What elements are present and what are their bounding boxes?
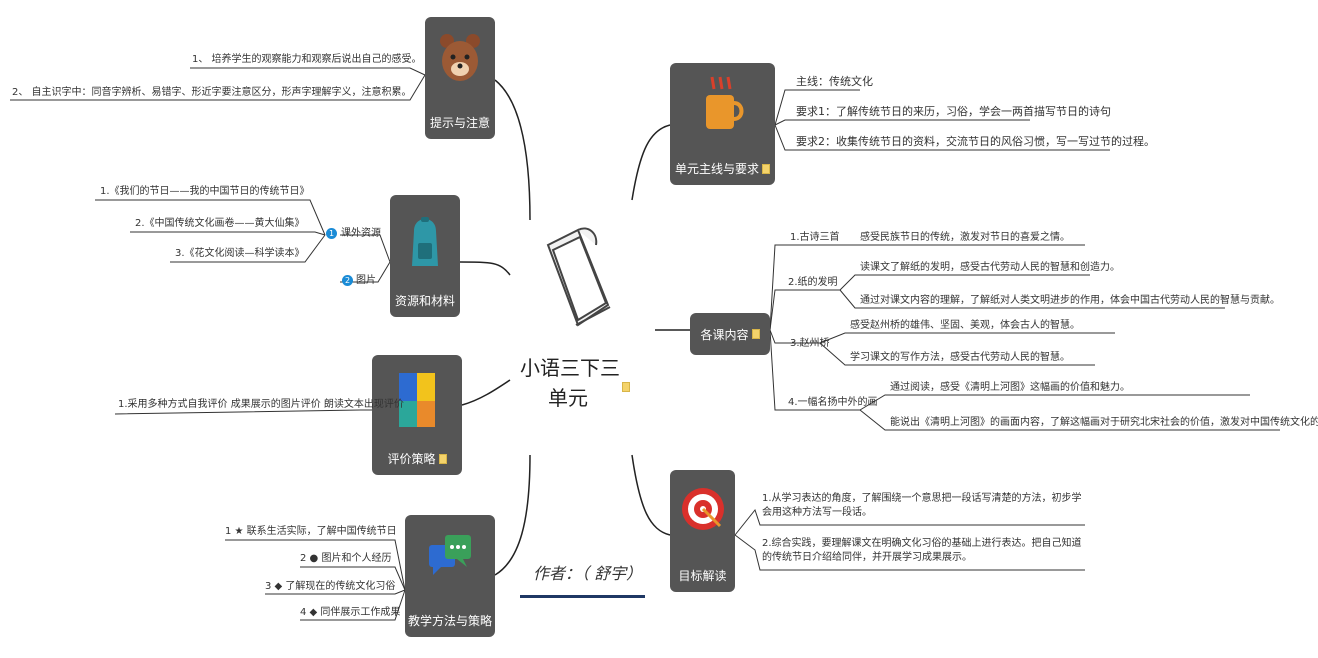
note-icon — [751, 329, 760, 339]
center-title-line1: 小语三下三 — [520, 356, 620, 380]
resources-extra-label: 图片 — [356, 275, 376, 286]
coffee-cup-icon — [706, 76, 744, 129]
goals-item-1: 1.从学习表达的角度，了解围绕一个意思把一段话写清楚的方法，初步学会用这种方法写… — [762, 493, 1082, 518]
theme-item-2: 要求1：了解传统节日的来历，习俗，学会一两首描写节日的诗句 — [796, 105, 1111, 118]
theme-item-1: 主线：传统文化 — [796, 75, 873, 88]
tips-item-1: 1、 培养学生的观察能力和观察后说出自己的感受。 — [192, 54, 422, 65]
resources-extra-marker: 2 — [342, 275, 353, 286]
center-title-line2: 单元 — [548, 386, 588, 410]
methods-item-1: 1 ★ 联系生活实际，了解中国传统节日 — [225, 526, 397, 537]
resources-item-2: 2.《中国传统文化画卷——黄大仙集》 — [135, 218, 305, 229]
goals-item-2: 2.综合实践，要理解课文在明确文化习俗的基础上进行表达。把自己知道的传统节日介绍… — [762, 538, 1082, 563]
methods-item-2: 2 ● 图片和个人经历 — [300, 553, 392, 564]
resources-item-1: 1.《我们的节日——我的中国节日的传统节日》 — [100, 186, 310, 197]
node-evaluation-label: 评价策略 — [387, 452, 436, 466]
content-line-2-2: 通过对课文内容的理解，了解纸对人类文明进步的作用，体会中国古代劳动人民的智慧与贡… — [860, 295, 1280, 306]
node-tips-label: 提示与注意 — [429, 116, 490, 130]
node-resources[interactable]: 资源和材料 — [390, 195, 460, 317]
content-line-3-1: 感受赵州桥的雄伟、坚固、美观，体会古人的智慧。 — [850, 320, 1080, 331]
content-line-2-1: 读课文了解纸的发明，感受古代劳动人民的智慧和创造力。 — [860, 262, 1120, 273]
content-label-1: 1.古诗三首 — [790, 232, 840, 243]
methods-item-4: 4 ◆ 同伴展示工作成果 — [300, 607, 401, 618]
author-underline — [520, 595, 645, 598]
chat-bubbles-icon — [429, 535, 471, 575]
resources-group-label: 课外资源 — [341, 228, 381, 239]
content-line-4-1: 通过阅读，感受《清明上河图》这幅画的价值和魅力。 — [890, 382, 1130, 393]
content-label-3: 3.赵州桥 — [790, 338, 830, 349]
theme-item-3: 要求2：收集传统节日的资料，交流节日的风俗习惯，写一写过节的过程。 — [796, 135, 1155, 148]
node-theme-label: 单元主线与要求 — [674, 162, 759, 176]
backpack-icon — [412, 217, 438, 266]
note-icon — [438, 453, 447, 464]
node-theme[interactable]: 单元主线与要求 — [670, 63, 775, 185]
note-icon — [762, 163, 770, 174]
node-methods[interactable]: 教学方法与策略 — [405, 515, 495, 637]
content-line-4-2: 能说出《清明上河图》的画面内容，了解这幅画对于研究北宋社会的价值，激发对中国传统… — [890, 417, 1318, 428]
node-evaluation[interactable]: 评价策略 — [372, 355, 462, 475]
puzzle-icon — [399, 373, 435, 427]
methods-item-3: 3 ◆ 了解现在的传统文化习俗 — [265, 581, 396, 592]
node-goals[interactable]: 目标解读 — [670, 470, 735, 592]
node-goals-label: 目标解读 — [678, 569, 727, 583]
content-label-2: 2.纸的发明 — [788, 277, 838, 288]
content-label-4: 4.一幅名扬中外的画 — [788, 397, 878, 408]
bear-icon — [440, 34, 480, 81]
node-content-label: 各课内容 — [700, 327, 749, 342]
target-icon — [682, 488, 724, 530]
author: 作者：（ 舒宇） — [533, 564, 643, 583]
node-tips[interactable]: 提示与注意 — [425, 17, 495, 139]
book-icon — [546, 227, 611, 327]
tips-item-2: 2、 自主识字中：同音字辨析、易错字、形近字要注意区分，形声字理解字义，注意积累… — [12, 87, 412, 98]
note-icon — [622, 382, 630, 392]
node-methods-label: 教学方法与策略 — [407, 614, 492, 628]
content-line-3-2: 学习课文的写作方法，感受古代劳动人民的智慧。 — [850, 352, 1070, 363]
resources-group-marker: 1 — [326, 228, 337, 239]
node-resources-label: 资源和材料 — [394, 294, 455, 308]
evaluation-item-1: 1.采用多种方式自我评价 成果展示的图片评价 朗读文本出现评价 — [118, 399, 404, 410]
node-content[interactable]: 各课内容 — [690, 313, 770, 355]
resources-item-3: 3.《花文化阅读—科学读本》 — [175, 248, 305, 259]
content-line-1-1: 感受民族节日的传统，激发对节日的喜爱之情。 — [860, 232, 1070, 243]
